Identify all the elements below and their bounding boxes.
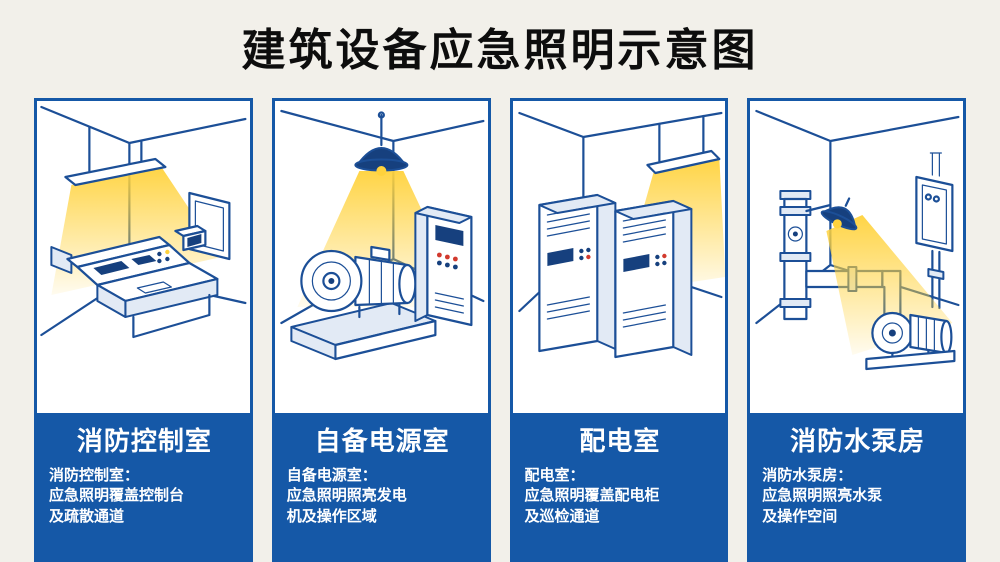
room-name-label: 自备电源室 <box>314 426 450 456</box>
emergency-light-icon <box>64 125 167 187</box>
room-name-label: 配电室 <box>579 426 661 456</box>
pendant-lamp-icon <box>354 111 409 176</box>
backup-power-room-illustration <box>280 109 485 361</box>
room-desc-text: 消防水泵房： 应急照明照亮水泵 及操作空间 <box>762 467 883 525</box>
control-cabinet-icon <box>414 205 473 327</box>
fire-control-room-illo <box>37 101 250 413</box>
fire-control-room-info: 消防控制室 消防控制室： 应急照明覆盖控制台 及疏散通道 <box>37 413 250 559</box>
room-name-label: 消防控制室 <box>76 426 212 456</box>
cards-row: 消防控制室 消防控制室： 应急照明覆盖控制台 及疏散通道 <box>34 98 966 562</box>
fire-pump-room-illo <box>750 101 963 413</box>
room-desc-text: 配电室： 应急照明覆盖配电柜 及巡检通道 <box>524 467 660 525</box>
switchgear-cabinet-right-icon <box>613 199 692 359</box>
wall-sign <box>50 246 73 274</box>
fire-pump-room-info: 消防水泵房 消防水泵房： 应急照明照亮水泵 及操作空间 <box>750 413 963 559</box>
fire-control-room-illustration <box>40 105 247 339</box>
generator-icon <box>300 245 417 319</box>
control-console-icon <box>66 224 219 339</box>
distribution-room-illustration <box>517 111 725 359</box>
wall-lamp-icon <box>805 197 858 231</box>
distribution-room-illo <box>512 101 726 413</box>
card-fire-pump-room: 消防水泵房 消防水泵房： 应急照明照亮水泵 及操作空间 <box>747 98 966 562</box>
card-backup-power-room: 自备电源室 自备电源室： 应急照明照亮发电 机及操作区域 <box>271 98 491 562</box>
fire-pump-room-illustration <box>755 109 960 371</box>
backup-power-room-illo <box>274 101 488 413</box>
emergency-light-icon <box>645 114 720 175</box>
wall-electrical-box-icon <box>915 152 954 310</box>
page-title: 建筑设备应急照明示意图 <box>241 26 759 75</box>
room-desc-text: 自备电源室： 应急照明照亮发电 机及操作区域 <box>286 467 407 525</box>
fire-pump-icon <box>865 311 956 371</box>
room-walls <box>517 111 722 313</box>
card-fire-control-room: 消防控制室 消防控制室： 应急照明覆盖控制台 及疏散通道 <box>34 98 253 562</box>
generator-base <box>290 302 437 361</box>
backup-power-room-info: 自备电源室 自备电源室： 应急照明照亮发电 机及操作区域 <box>274 413 488 559</box>
card-distribution-room: 配电室 配电室： 应急照明覆盖配电柜 及巡检通道 <box>509 98 729 562</box>
room-name-label: 消防水泵房 <box>790 426 926 456</box>
switchgear-cabinet-left-icon <box>537 193 616 353</box>
room-desc-text: 消防控制室： 应急照明覆盖控制台 及疏散通道 <box>49 467 185 525</box>
room-walls <box>755 109 960 325</box>
distribution-room-info: 配电室 配电室： 应急照明覆盖配电柜 及巡检通道 <box>512 413 726 559</box>
